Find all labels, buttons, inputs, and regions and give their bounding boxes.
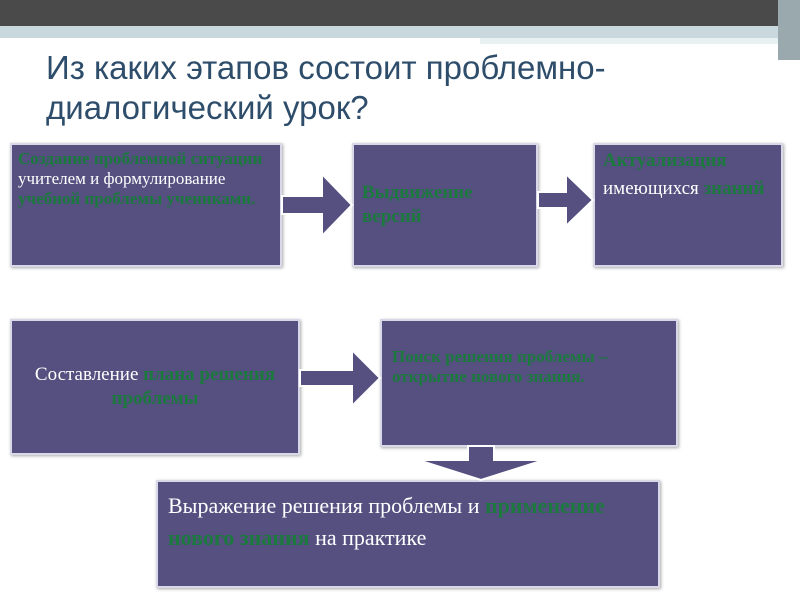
arrow-right-1 [281, 171, 354, 239]
stage-text: Актуализация имеющихся знаний [603, 147, 773, 203]
stage-text: Составление плана решения проблемы [22, 363, 288, 411]
stage-text-plain: на практике [309, 525, 427, 550]
header-side-band [778, 0, 800, 60]
stage-text-plain: Выражение решения проблемы и [168, 493, 485, 518]
stage-text: Выдвижение версий [362, 181, 528, 229]
stage-text-highlight: применение нового знания [168, 493, 605, 550]
stage-text: Создание проблемной ситуации учителем и … [18, 149, 274, 209]
arrow-right-2 [537, 171, 595, 229]
stage-box-solution-search: Поиск решения проблемы – открытие нового… [380, 319, 678, 447]
header-highlight-band [480, 38, 800, 44]
stage-text-highlight: Поиск решения проблемы – открытие нового… [392, 347, 608, 386]
slide-title: Из каких этапов состоит проблемно-диалог… [46, 49, 606, 126]
stage-text: Выражение решения проблемы и применение … [168, 490, 648, 554]
stage-box-solution-plan: Составление плана решения проблемы [10, 319, 300, 455]
arrow-right-3 [299, 347, 382, 409]
stage-text-highlight: Создание проблемной ситуации [18, 149, 263, 168]
header-accent-band [0, 26, 800, 38]
stage-text-highlight: плана решения проблемы [111, 364, 276, 409]
stage-box-problem-situation: Создание проблемной ситуации учителем и … [10, 143, 282, 267]
stage-text-highlight: учебной проблемы учениками. [18, 189, 256, 208]
header-band [0, 0, 800, 26]
stage-box-solution-expression: Выражение решения проблемы и применение … [156, 480, 660, 588]
stage-box-hypotheses: Выдвижение версий [352, 143, 538, 267]
arrow-down [417, 445, 545, 482]
stage-text-plain: учителем и формулирование [18, 169, 226, 188]
stage-text-highlight: знаний [703, 178, 765, 199]
stage-text-highlight: Актуализация [603, 150, 727, 171]
stage-text-plain: имеющихся [603, 178, 704, 199]
stage-text-highlight: Выдвижение версий [362, 182, 473, 227]
stage-text: Поиск решения проблемы – открытие нового… [392, 347, 666, 387]
stage-text-plain: Составление [34, 364, 144, 385]
stage-box-knowledge-actualization: Актуализация имеющихся знаний [593, 143, 783, 267]
